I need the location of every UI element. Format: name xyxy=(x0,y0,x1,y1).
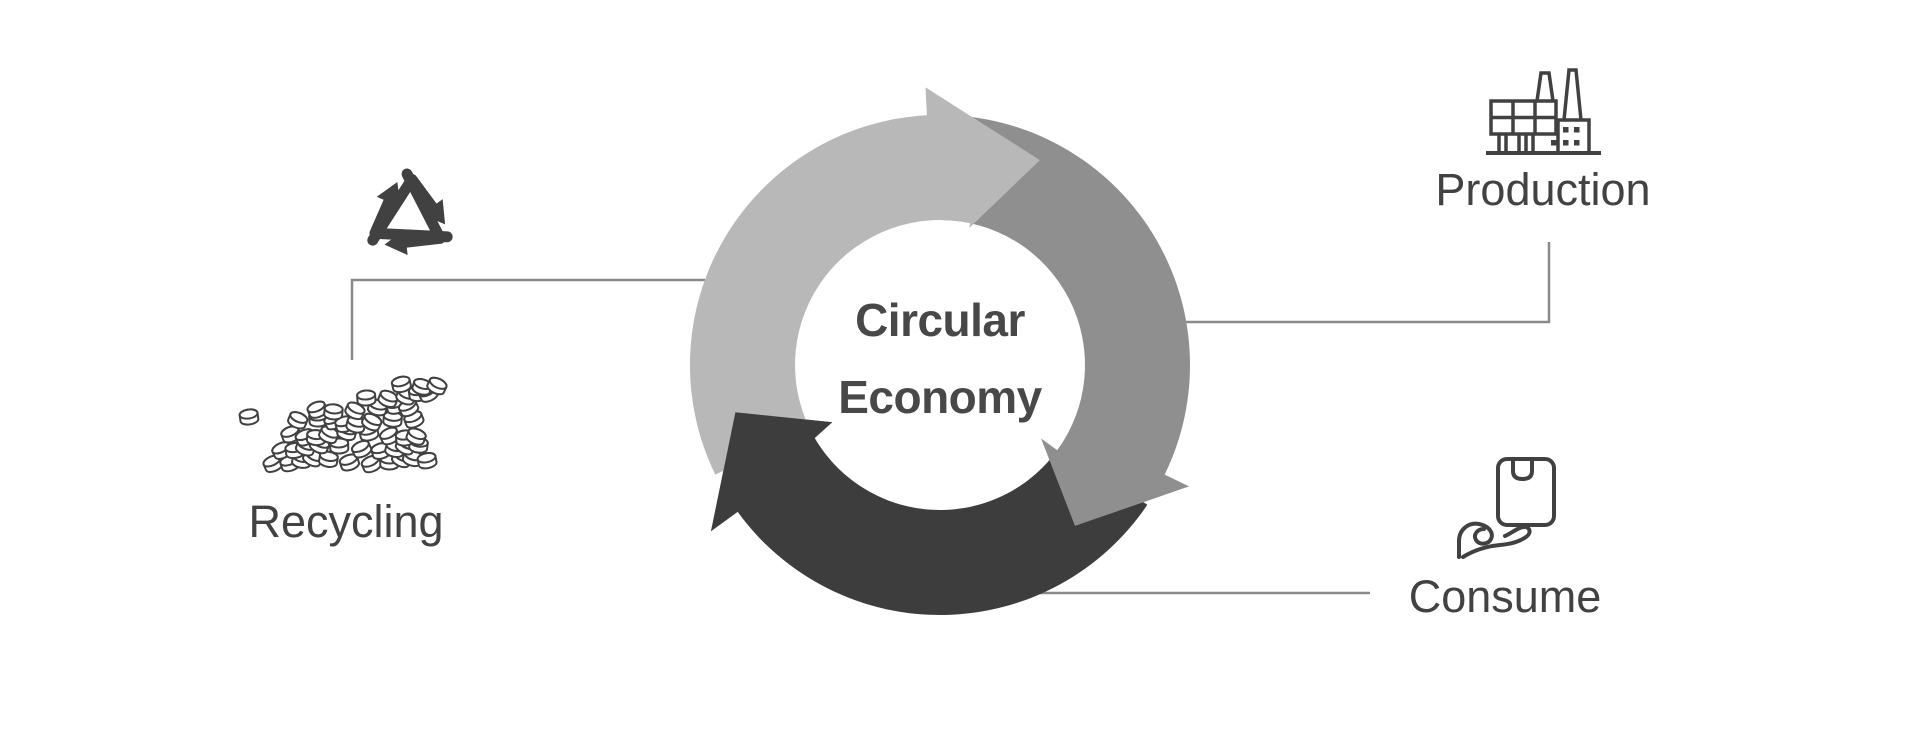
cycle-arrow-light xyxy=(689,87,1040,475)
cycle-arrow-dark-head-overlay xyxy=(711,412,833,532)
node-consume: Consume xyxy=(1409,457,1602,622)
cycle-arrow-medium xyxy=(940,114,1191,526)
node-recycling: Recycling xyxy=(238,168,453,547)
cycle-arrow-dark xyxy=(711,412,1148,616)
cycle-arrows xyxy=(689,87,1191,616)
recycle-arrows-icon xyxy=(367,168,453,256)
connector-production xyxy=(1186,242,1551,324)
connector-recycling xyxy=(350,278,705,360)
center-title-line2: Economy xyxy=(838,371,1042,423)
node-production: Production xyxy=(1435,68,1651,215)
pellet-pile-icon xyxy=(238,374,450,476)
recycling-label: Recycling xyxy=(248,496,443,547)
center-title: Circular Economy xyxy=(838,294,1043,423)
consume-label: Consume xyxy=(1409,571,1602,622)
hand-holding-bag-icon xyxy=(1457,457,1556,559)
factory-icon xyxy=(1486,68,1601,155)
center-title-line1: Circular xyxy=(855,294,1025,346)
production-label: Production xyxy=(1435,164,1650,215)
